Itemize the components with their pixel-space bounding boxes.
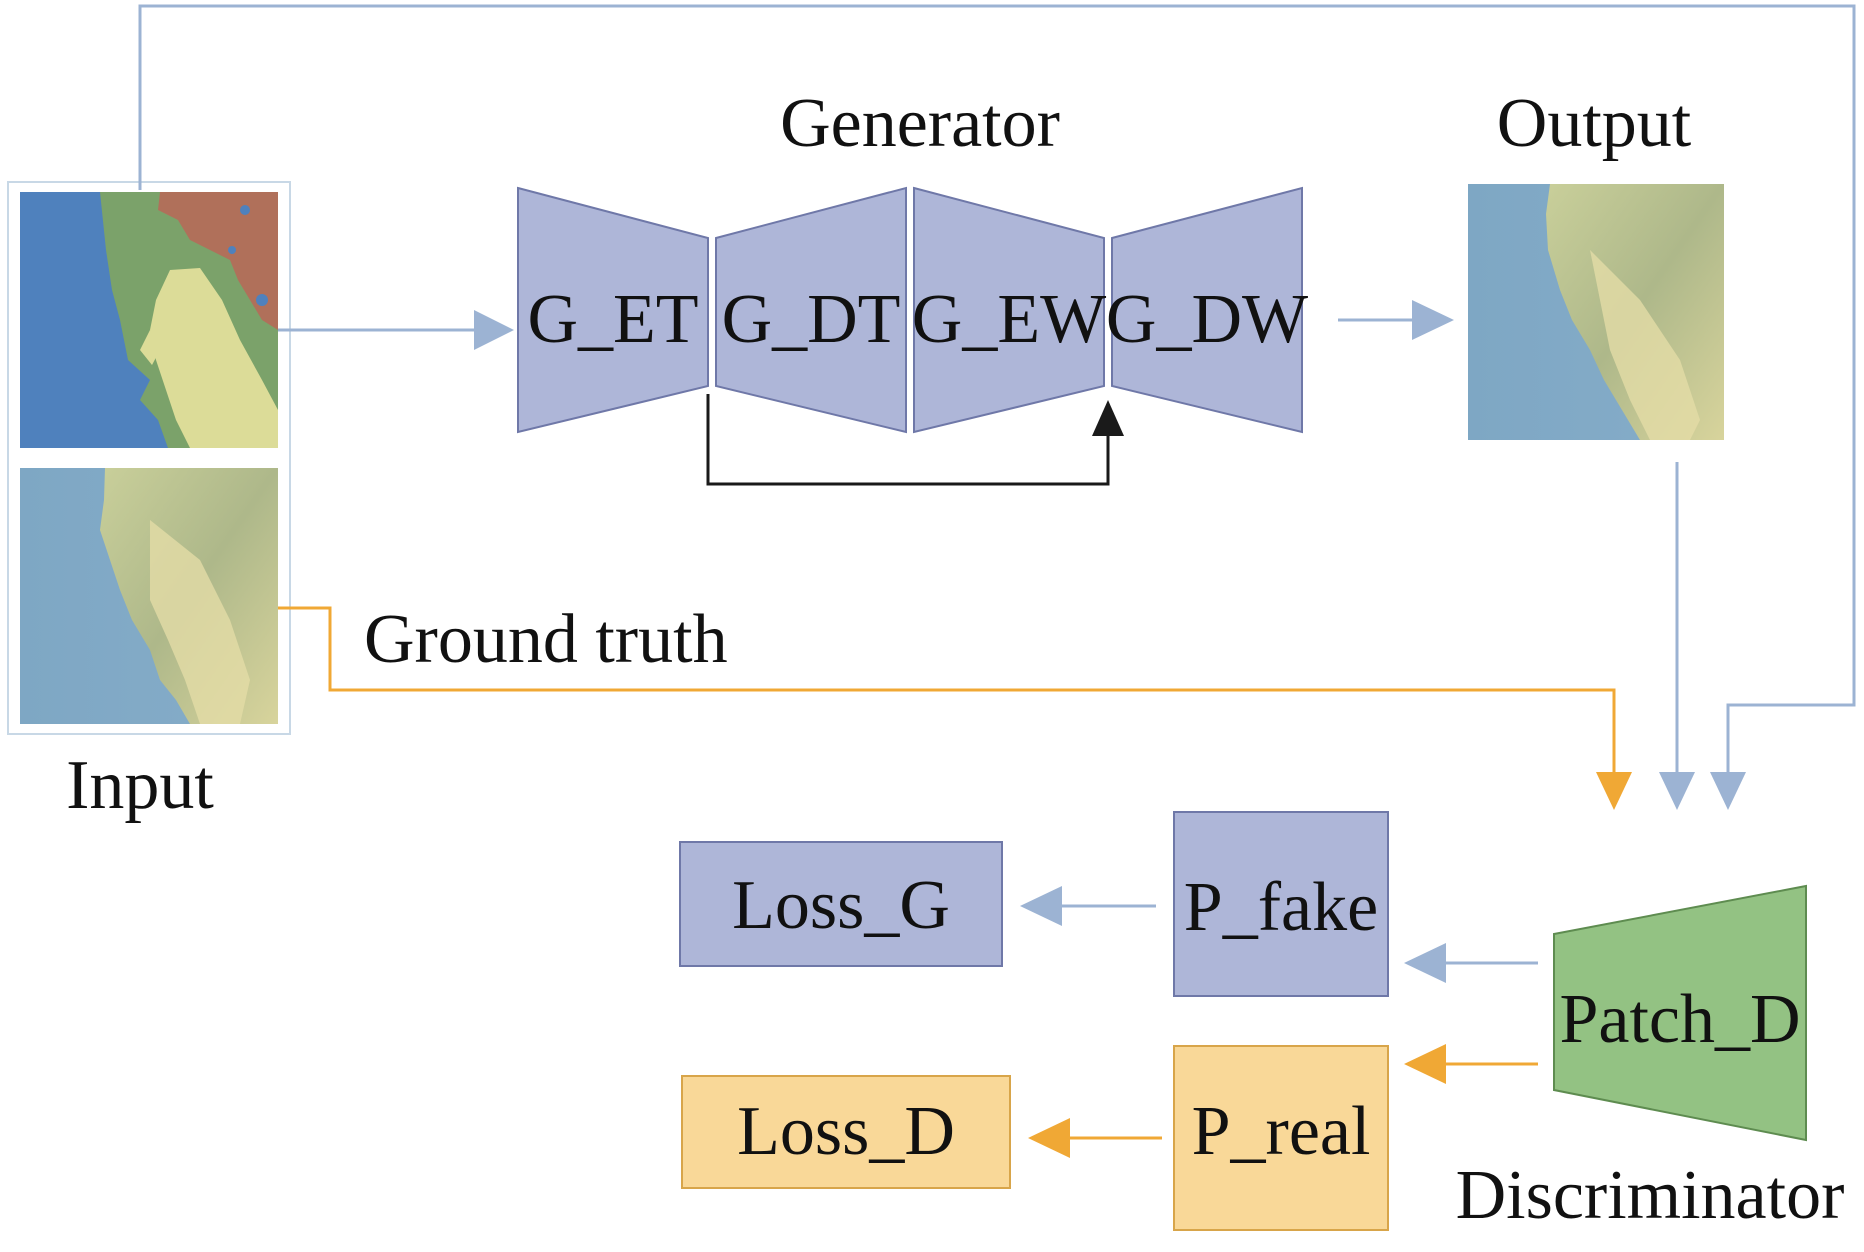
input-ground-truth-map <box>20 468 278 724</box>
generator: G_ET G_DT G_EW G_DW <box>517 186 1308 434</box>
loss-d-box <box>681 1075 1011 1189</box>
discriminator-title: Discriminator <box>1456 1157 1845 1234</box>
condition-arrowhead <box>1710 772 1746 810</box>
discriminator-to-p-fake-arrowhead <box>1404 943 1446 983</box>
output-title: Output <box>1497 85 1692 162</box>
p-real-label: P_real <box>1192 1093 1371 1170</box>
ground-truth-label: Ground truth <box>364 601 728 678</box>
generator-block-label: G_DT <box>722 281 901 358</box>
generator-block-g-et <box>517 186 709 434</box>
loss-g-box <box>679 841 1003 967</box>
output-to-discriminator-arrowhead <box>1659 772 1695 810</box>
p-fake-to-loss-g-arrowhead <box>1020 886 1062 926</box>
generator-block-g-ew <box>913 186 1105 434</box>
loss-d-label: Loss_D <box>737 1093 955 1170</box>
input-semantic-map <box>20 192 278 448</box>
generator-block-g-dw <box>1111 186 1303 434</box>
loss-g-label: Loss_G <box>732 867 950 944</box>
ground-truth-line <box>278 606 1616 778</box>
output-map <box>1468 184 1724 440</box>
p-real-to-loss-d-arrowhead <box>1028 1118 1070 1158</box>
generator-block-g-dt <box>715 186 907 434</box>
skip-connection-line <box>706 394 1110 486</box>
generator-to-output-arrowhead <box>1412 300 1454 340</box>
discriminator-block-label: Patch_D <box>1559 981 1800 1058</box>
skip-connection-arrowhead <box>1092 400 1124 436</box>
p-fake-label: P_fake <box>1184 869 1378 946</box>
discriminator-block <box>1553 884 1807 1142</box>
generator-block-label: G_ET <box>527 281 698 358</box>
p-fake-box <box>1173 811 1389 997</box>
input-to-generator-arrowhead <box>474 310 514 350</box>
p-real-box <box>1173 1045 1389 1231</box>
condition-loop-line <box>138 4 1856 778</box>
generator-title: Generator <box>780 85 1060 162</box>
ground-truth-arrowhead <box>1596 772 1632 810</box>
generator-block-label: G_DW <box>1106 281 1308 358</box>
generator-block-label: G_EW <box>912 281 1106 358</box>
input-title: Input <box>66 747 214 824</box>
discriminator-to-p-real-arrowhead <box>1404 1044 1446 1084</box>
